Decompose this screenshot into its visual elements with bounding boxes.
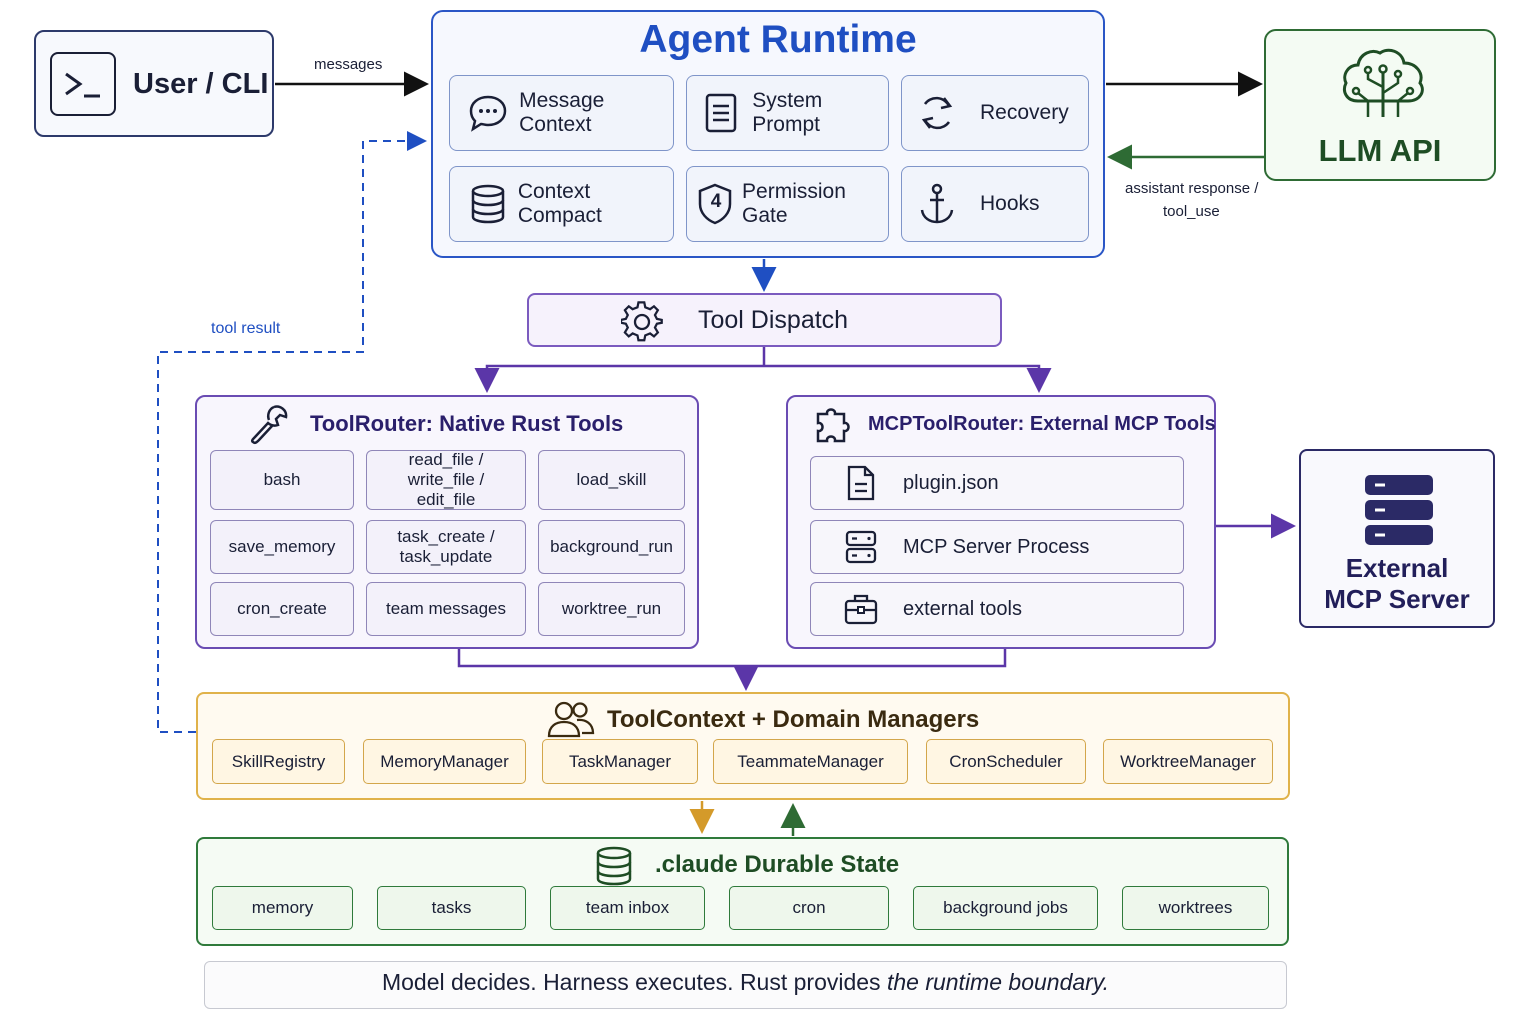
domain-managers-title: ToolContext + Domain Managers: [607, 706, 980, 733]
message-context-label: Message Context: [519, 89, 605, 136]
state-cron: cron: [729, 886, 889, 930]
manager-memory: MemoryManager: [363, 739, 526, 784]
ai-tree-icon: [1338, 43, 1428, 126]
footer-banner: [204, 961, 1287, 1009]
database-icon: [594, 845, 634, 892]
toolbox-icon: [831, 592, 891, 626]
document-icon: [697, 92, 744, 134]
mcp-router-title: MCPToolRouter: External MCP Tools: [868, 413, 1216, 435]
system-prompt-label: System Prompt: [752, 89, 823, 136]
message-context-card: Message Context: [449, 75, 674, 151]
tool-result-label: tool result: [211, 320, 281, 337]
user-cli-label: User / CLI: [133, 68, 269, 100]
manager-task: TaskManager: [542, 739, 698, 784]
manager-worktree: WorktreeManager: [1103, 739, 1273, 784]
wrench-icon: [248, 403, 290, 450]
tool-cron-create: cron_create: [210, 582, 354, 636]
footer-text: Model decides. Harness executes. Rust pr…: [204, 969, 1287, 996]
permission-gate-label: Permission Gate: [742, 180, 846, 227]
puzzle-icon: [812, 404, 854, 451]
recovery-label: Recovery: [980, 101, 1069, 124]
anchor-icon: [912, 182, 962, 226]
plugin-json-label: plugin.json: [903, 471, 999, 494]
permission-gate-card: 4 Permission Gate: [686, 166, 889, 242]
tool-save-memory: save_memory: [210, 520, 354, 574]
state-worktrees: worktrees: [1122, 886, 1269, 930]
llm-api-label: LLM API: [1318, 133, 1442, 168]
dispatch-split: [485, 347, 1041, 386]
tool-background-run: background_run: [538, 520, 685, 574]
refresh-icon: [912, 92, 962, 134]
external-mcp-label-line1: External: [1345, 553, 1449, 583]
file-icon: [831, 464, 891, 502]
messages-label: messages: [314, 56, 383, 73]
shield-icon: 4: [691, 182, 738, 226]
manager-cron-scheduler: CronScheduler: [926, 739, 1086, 784]
server-process-label: MCP Server Process: [903, 535, 1090, 558]
user-cli-node: [34, 30, 274, 137]
context-compact-label: Context Compact: [517, 180, 602, 227]
chat-bubble-icon: [464, 93, 511, 133]
manager-teammate: TeammateManager: [713, 739, 908, 784]
server-stack-icon: [1363, 473, 1435, 552]
agent-runtime-title: Agent Runtime: [639, 18, 917, 61]
footer-part1: Model decides. Harness executes. Rust pr…: [381, 969, 887, 995]
tool-load-skill: load_skill: [538, 450, 685, 510]
manager-skill-registry: SkillRegistry: [212, 739, 345, 784]
external-mcp-label-line2: MCP Server: [1324, 584, 1470, 614]
state-team-inbox: team inbox: [550, 886, 705, 930]
tool-worktree-run: worktree_run: [538, 582, 685, 636]
context-compact-card: Context Compact: [449, 166, 674, 242]
state-background-jobs: background jobs: [913, 886, 1098, 930]
external-mcp-server-node: [1299, 449, 1495, 628]
gear-icon: [619, 301, 663, 348]
assistant-response-label: assistant response /: [1125, 180, 1259, 197]
database-icon: [464, 183, 512, 225]
system-prompt-card: System Prompt: [686, 75, 889, 151]
tool-dispatch-node: [527, 293, 1002, 347]
llm-api-node: [1264, 29, 1496, 181]
mcp-item-external-tools: external tools: [810, 582, 1184, 636]
native-router-title: ToolRouter: Native Rust Tools: [310, 411, 624, 436]
hooks-card: Hooks: [901, 166, 1089, 242]
terminal-icon: [50, 52, 116, 116]
tool-team-messages: team messages: [366, 582, 526, 636]
recovery-card: Recovery: [901, 75, 1089, 151]
tool-dispatch-label: Tool Dispatch: [698, 306, 849, 334]
tool-use-label: tool_use: [1163, 203, 1220, 220]
state-memory: memory: [212, 886, 353, 930]
shield-badge: 4: [710, 191, 722, 212]
state-tasks: tasks: [377, 886, 526, 930]
hooks-label: Hooks: [980, 192, 1040, 215]
external-tools-label: external tools: [903, 597, 1022, 620]
mcp-item-server-process: MCP Server Process: [810, 520, 1184, 574]
users-icon: [546, 699, 596, 744]
mcp-item-plugin-json: plugin.json: [810, 456, 1184, 510]
footer-part2: the runtime boundary.: [886, 969, 1109, 995]
tool-file-ops: read_file / write_file / edit_file: [366, 450, 526, 510]
server-icon: [831, 529, 891, 565]
routers-merge: [457, 649, 1007, 680]
external-mcp-server-label: External MCP Server: [1299, 553, 1495, 615]
durable-state-title: .claude Durable State: [655, 851, 900, 878]
tool-task-ops: task_create / task_update: [366, 520, 526, 574]
tool-bash: bash: [210, 450, 354, 510]
